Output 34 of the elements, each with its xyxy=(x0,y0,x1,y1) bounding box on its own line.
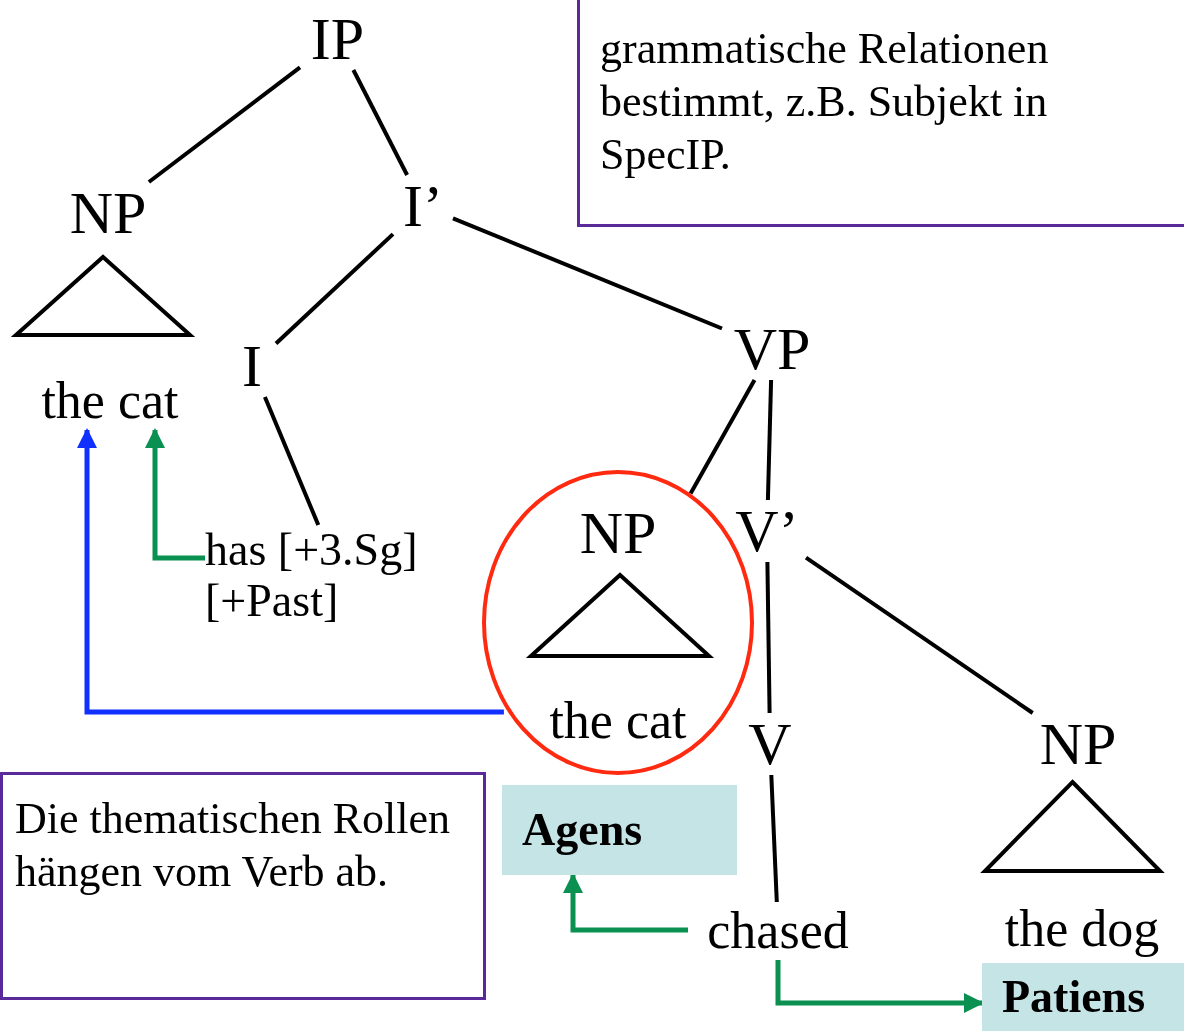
node-label: the dog xyxy=(982,900,1182,958)
arrow xyxy=(77,428,504,715)
node-label: chased xyxy=(688,902,868,960)
node-label: NP xyxy=(1028,713,1128,775)
tree-branch-line xyxy=(452,216,723,331)
triangle-symbol xyxy=(14,255,192,337)
tree-branch-line xyxy=(769,774,779,903)
node-label: I’ xyxy=(393,175,453,237)
node-label: V’ xyxy=(728,500,806,562)
role-label: Patiens xyxy=(982,963,1184,1031)
role-label: Agens xyxy=(502,785,737,875)
word-label: the cat xyxy=(548,692,688,750)
node-label: VP xyxy=(722,318,822,380)
triangle-symbol xyxy=(529,573,711,658)
tree-branch-line xyxy=(765,379,774,501)
note-box: grammatische Relationen bestimmt, z.B. Subjekt in SpecIP. xyxy=(577,0,1184,227)
arrow xyxy=(563,873,688,933)
feature-label: has [+3.Sg] [+Past] xyxy=(205,525,485,653)
tree-branch-line xyxy=(147,65,302,184)
arrow xyxy=(145,428,205,561)
arrow xyxy=(775,960,984,1013)
note-box: Die thematischen Rollen hängen vom Verb ab. xyxy=(0,772,486,1000)
tree-branch-line xyxy=(765,561,772,714)
node-label: the cat xyxy=(20,372,200,430)
node-label: V xyxy=(745,713,795,775)
node-label: NP xyxy=(58,182,158,244)
tree-branch-line xyxy=(688,379,757,495)
tree-branch-line xyxy=(274,232,395,345)
triangle-symbol xyxy=(983,780,1162,873)
node-label: I xyxy=(228,335,276,397)
tree-branch-line xyxy=(804,556,1034,715)
tree-branch-line xyxy=(263,396,321,526)
node-label: IP xyxy=(300,8,375,70)
tree-branch-line xyxy=(351,69,409,176)
